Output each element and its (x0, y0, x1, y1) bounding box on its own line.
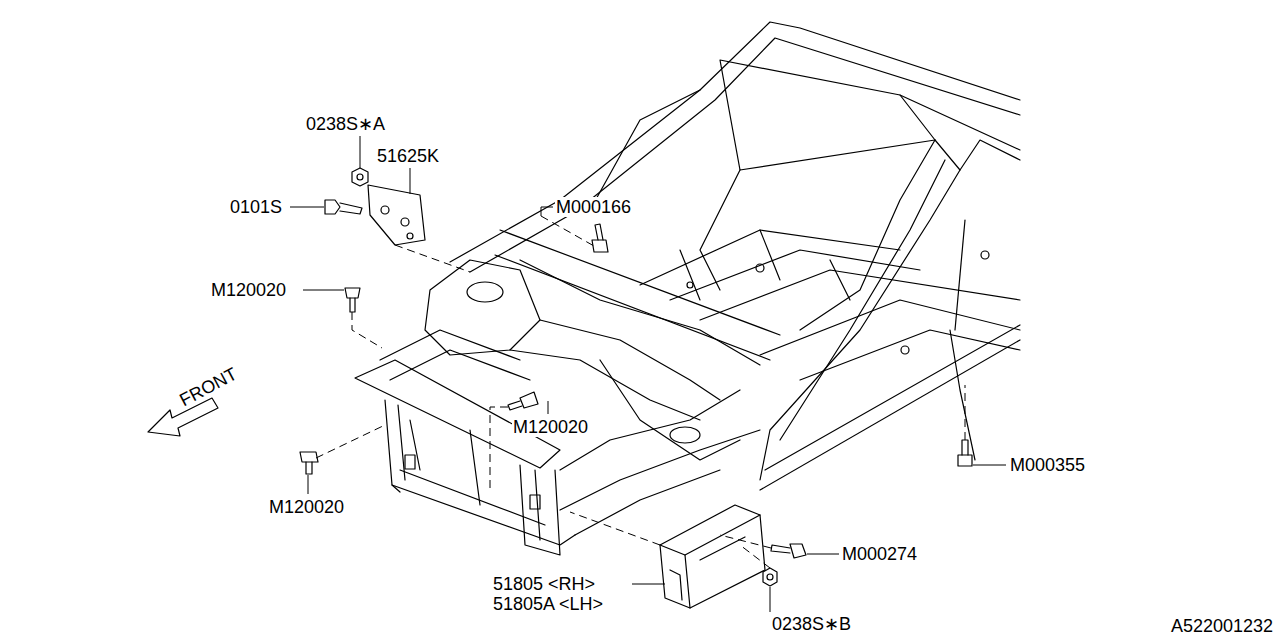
diagram-id: A522001232 (1170, 616, 1274, 636)
part-number: 51625K (376, 146, 440, 166)
part-number: M120020 (268, 497, 345, 517)
part-number: 0238S∗B (771, 614, 852, 634)
part-number: 0238S∗A (305, 114, 386, 134)
part-number: M120020 (210, 280, 287, 300)
part-number: M000355 (1009, 455, 1086, 475)
part-number: 0101S (229, 197, 283, 217)
part-number: M000274 (841, 544, 918, 564)
part-number: 51805 <RH> (492, 574, 596, 594)
direction-label: FRONT (175, 363, 241, 411)
part-number: M120020 (512, 417, 589, 437)
part-number: 51805A <LH> (492, 594, 604, 614)
part-number: M000166 (555, 197, 632, 217)
